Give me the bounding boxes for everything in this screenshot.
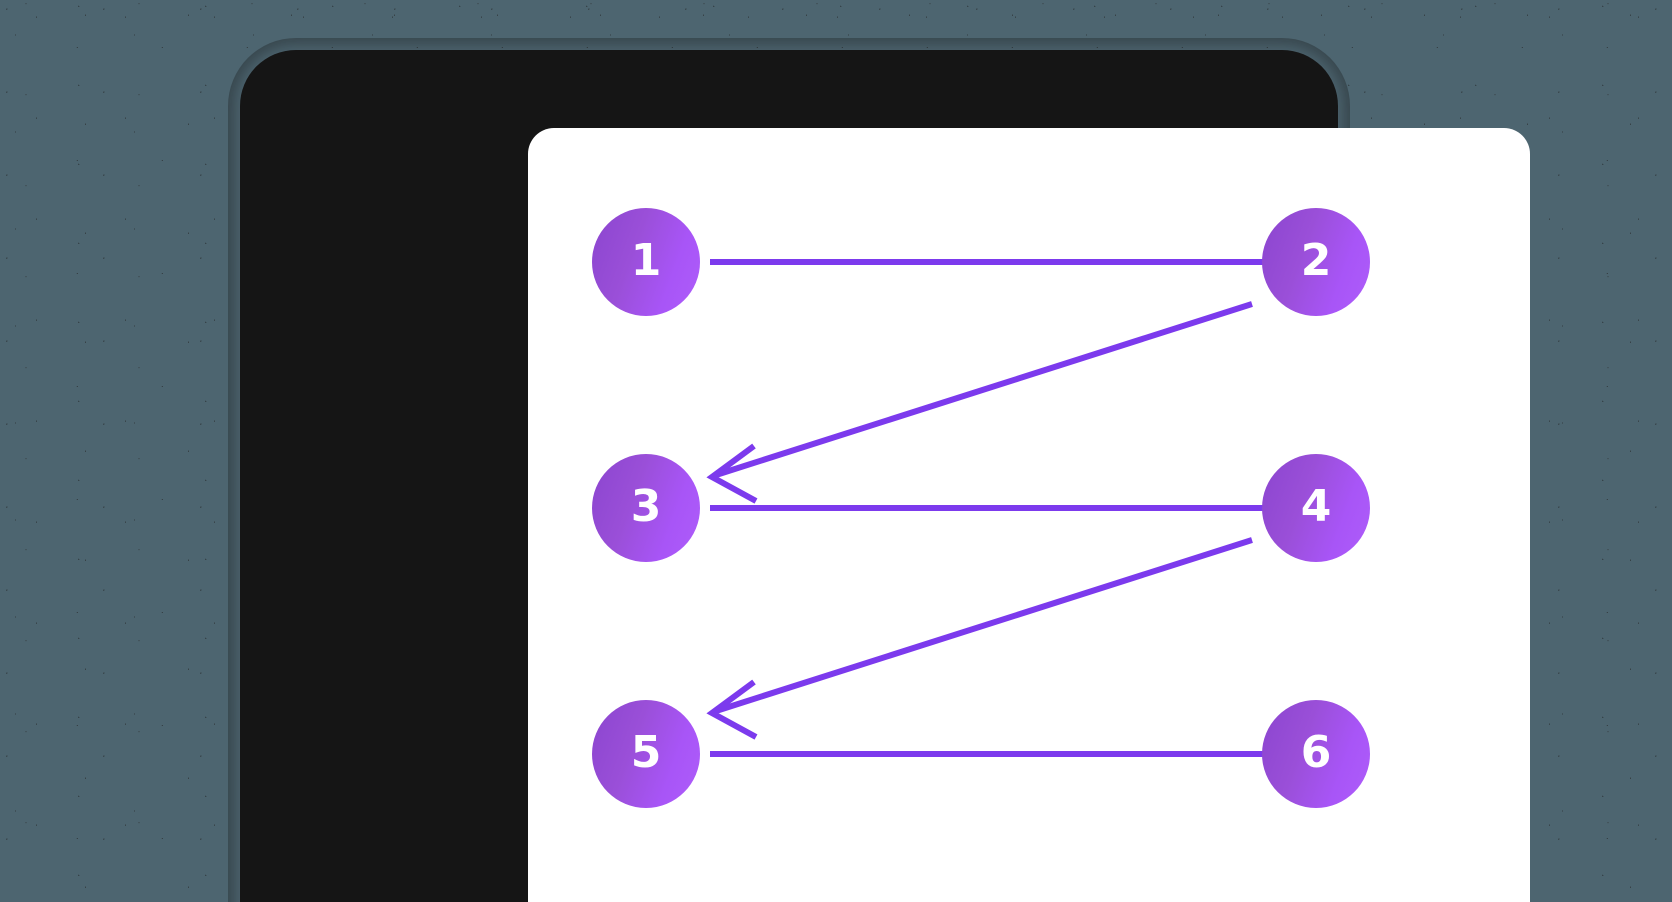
edge-3-to-4 <box>710 477 1320 539</box>
node-6-label: 6 <box>1300 727 1332 778</box>
edge-4-to-5 <box>706 537 1253 740</box>
node-4[interactable]: 4 <box>1262 454 1370 562</box>
node-6[interactable]: 6 <box>1262 700 1370 808</box>
node-5-label: 5 <box>630 727 662 778</box>
node-5[interactable]: 5 <box>592 700 700 808</box>
node-3-label: 3 <box>630 481 662 532</box>
edge-2-to-3 <box>706 301 1253 504</box>
edge-5-to-6 <box>710 723 1320 785</box>
device-frame-bezel: 1 2 3 4 5 6 <box>240 50 1530 902</box>
node-1-label: 1 <box>630 235 662 286</box>
node-4-label: 4 <box>1300 481 1332 532</box>
diagram-canvas: 1 2 3 4 5 6 <box>528 128 1530 902</box>
node-1[interactable]: 1 <box>592 208 700 316</box>
node-3[interactable]: 3 <box>592 454 700 562</box>
device-screen: 1 2 3 4 5 6 <box>528 128 1530 902</box>
node-2-label: 2 <box>1300 235 1332 286</box>
node-2[interactable]: 2 <box>1262 208 1370 316</box>
edge-1-to-2 <box>710 231 1320 293</box>
